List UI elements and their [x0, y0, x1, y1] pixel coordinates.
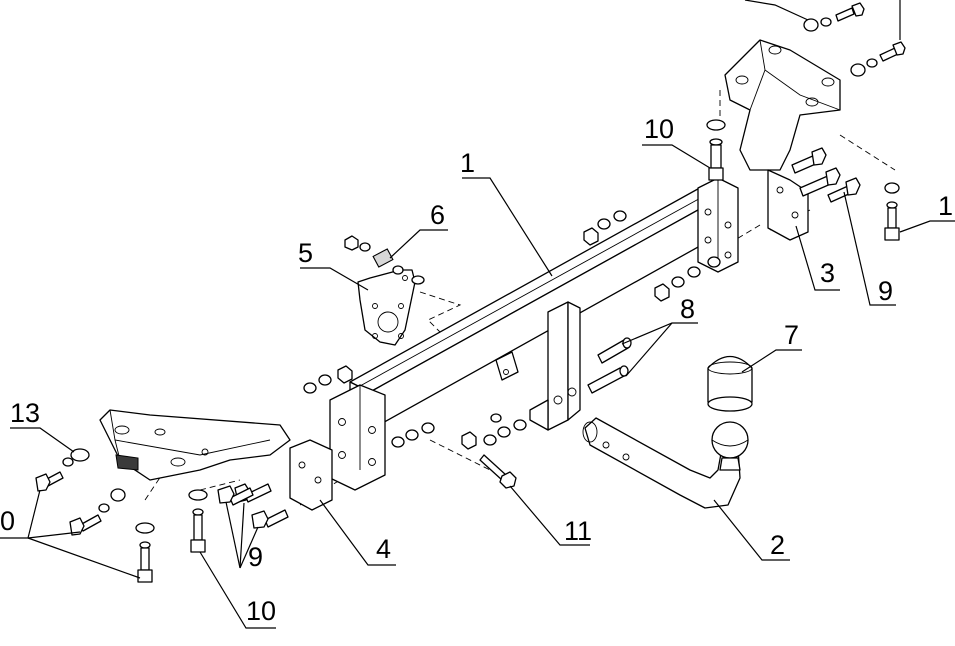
label-10-bottom: 10 [246, 596, 276, 626]
callout-10-bottom: 10 [199, 551, 276, 629]
label-4: 4 [376, 534, 391, 564]
label-3: 3 [820, 258, 835, 288]
bolt-bottom-group [188, 489, 208, 553]
socket-plate [357, 269, 416, 346]
right-bracket [724, 39, 841, 171]
callout-11: 11 [509, 485, 592, 546]
label-8: 8 [680, 294, 695, 324]
label-0-left: 0 [0, 506, 15, 536]
label-2: 2 [770, 530, 785, 560]
callout-9-left: 9 [225, 501, 263, 572]
label-11: 11 [564, 516, 592, 546]
beam-left-plate [329, 384, 386, 491]
callout-7: 7 [741, 320, 802, 373]
socket-fasteners [344, 235, 425, 285]
callout-top-right-leaders [744, 0, 901, 40]
bolts-right-group [791, 147, 861, 203]
callout-9-right: 9 [843, 191, 896, 306]
bolts-far-left-group [35, 448, 155, 583]
right-plate [767, 169, 809, 241]
left-bracket [99, 409, 291, 481]
callout-3: 3 [795, 225, 840, 291]
callout-4: 4 [319, 499, 396, 566]
top-nuts [583, 210, 721, 302]
label-9-right: 9 [878, 276, 893, 306]
center-bolt [479, 454, 517, 489]
bolts-left-group [217, 483, 289, 529]
callout-13: 13 [10, 398, 75, 453]
label-6: 6 [430, 200, 445, 230]
label-7: 7 [784, 320, 799, 350]
beam-right-plate [697, 177, 739, 273]
top-right-bolts [803, 2, 906, 77]
callout-5: 5 [298, 238, 369, 291]
callout-8: 8 [621, 294, 698, 377]
callout-6: 6 [389, 200, 448, 259]
label-1-beam: 1 [460, 148, 475, 178]
pins [587, 337, 632, 394]
callout-0-left: 0 [0, 489, 141, 579]
callout-10-top: 10 [642, 114, 711, 169]
left-nuts [303, 365, 353, 394]
label-10-top: 10 [644, 114, 674, 144]
label-9-left: 9 [248, 542, 263, 572]
ball-cover [707, 355, 753, 412]
lower-nuts [391, 413, 527, 450]
tow-ball [582, 417, 749, 509]
callout-2: 2 [713, 499, 790, 561]
label-13: 13 [10, 398, 40, 428]
left-plate [289, 439, 333, 511]
callout-1-right: 1 [899, 191, 955, 233]
bolt-top-group [706, 119, 726, 181]
bolt-right-group [884, 182, 900, 241]
label-1-right: 1 [938, 191, 953, 221]
callout-1-beam: 1 [460, 148, 553, 277]
label-5: 5 [298, 238, 313, 268]
